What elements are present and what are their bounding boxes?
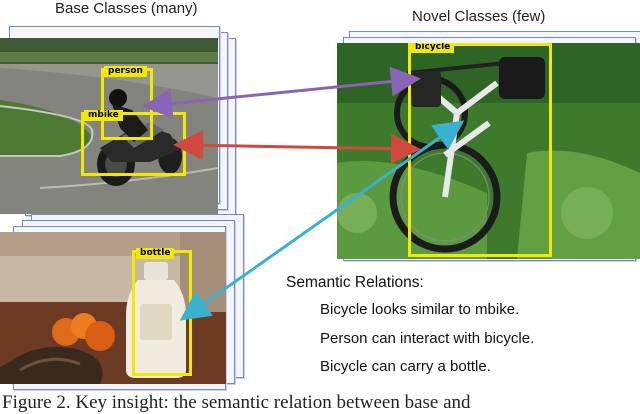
bicycle-bounding-box [408,43,552,257]
relation-item: Person can interact with bicycle. [320,330,534,347]
figure-caption: Figure 2. Key insight: the semantic rela… [2,392,471,414]
mbike-label: mbike [84,110,123,121]
mbike-bounding-box [81,112,186,176]
motorbike-photo: person mbike [0,38,218,214]
relation-item: Bicycle can carry a bottle. [320,358,491,375]
bottle-bounding-box [132,250,192,376]
semantic-relations-title: Semantic Relations: [286,274,424,292]
base-classes-header: Base Classes (many) [55,0,198,17]
bicycle-label: bicycle [411,43,454,53]
person-label: person [104,66,147,77]
bottle-label: bottle [136,248,174,259]
bottle-photo: bottle [0,232,226,384]
novel-classes-header: Novel Classes (few) [412,8,545,25]
bottle-scene-graphic [0,232,226,384]
relation-item: Bicycle looks similar to mbike. [320,301,519,318]
bicycle-photo: bicycle [337,43,640,259]
